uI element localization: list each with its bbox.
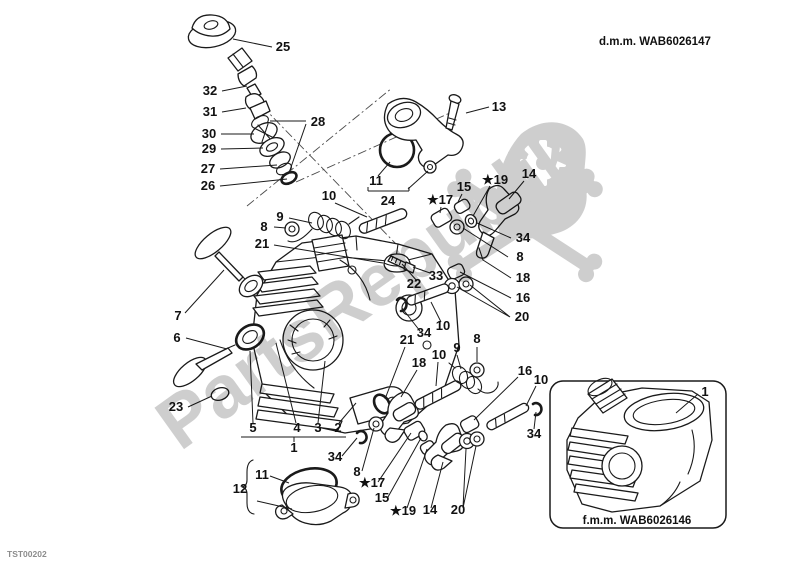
callout-34-mid: 34 xyxy=(417,325,432,340)
callout-4: 4 xyxy=(293,420,301,435)
callout-8-bottom: 8 xyxy=(353,464,360,479)
valves-and-seals xyxy=(172,226,266,401)
callout-21-lower: 21 xyxy=(400,332,414,347)
callout-24: 24 xyxy=(381,193,396,208)
inset-callout-1: 1 xyxy=(701,384,708,399)
torsion-spring-9-lower xyxy=(448,362,499,395)
callout-25: 25 xyxy=(276,39,290,54)
callout-14-bottom: 14 xyxy=(423,502,438,517)
callout-29: 29 xyxy=(202,141,216,156)
callout-19-bottom: ★19 xyxy=(390,503,416,518)
callout-11-manifold: 11 xyxy=(255,467,269,482)
callout-9-lower: 9 xyxy=(453,340,460,355)
callout-14-upper: 14 xyxy=(522,166,537,181)
callout-31: 31 xyxy=(203,104,217,119)
callout-11-cover: 11 xyxy=(369,173,383,188)
brace-12 xyxy=(241,459,255,515)
callout-32: 32 xyxy=(203,83,217,98)
manifold-flange-group xyxy=(274,467,360,526)
rocker-arm-18-lower xyxy=(379,391,419,443)
callout-16-right: 16 xyxy=(516,290,530,305)
callout-5: 5 xyxy=(249,420,256,435)
callout-16-lower: 16 xyxy=(518,363,532,378)
callout-33: 33 xyxy=(429,268,443,283)
callout-18-right: 18 xyxy=(516,270,530,285)
watermark-flag-gear-logo xyxy=(495,122,587,239)
callout-labels: 25 32 31 30 29 27 26 28 7 6 23 13 10 9 8… xyxy=(169,39,709,518)
cover-bracket-assembly xyxy=(378,94,464,174)
callout-2: 2 xyxy=(334,420,341,435)
group-brackets xyxy=(241,187,410,515)
callout-3: 3 xyxy=(314,420,321,435)
callout-28: 28 xyxy=(311,114,325,129)
callout-34-bottom: 34 xyxy=(328,449,343,464)
inset-head-drawing xyxy=(566,377,713,513)
callout-7: 7 xyxy=(174,308,181,323)
document-id: TST00202 xyxy=(7,549,47,559)
callout-8-right: 8 xyxy=(516,249,523,264)
callout-19-upper: ★19 xyxy=(482,172,508,187)
callout-6: 6 xyxy=(173,330,180,345)
callout-26: 26 xyxy=(201,178,215,193)
callout-9-upper: 9 xyxy=(276,209,283,224)
callout-12: 12 xyxy=(233,481,247,496)
callout-15-upper: 15 xyxy=(457,179,471,194)
callout-8-upper: 8 xyxy=(260,219,267,234)
variant-code-top: d.m.m. WAB6026147 xyxy=(599,36,711,48)
callout-13: 13 xyxy=(492,99,506,114)
callout-10-upper: 10 xyxy=(322,188,336,203)
callout-1-group: 1 xyxy=(290,440,297,455)
callout-10-mid: 10 xyxy=(436,318,450,333)
spark-plug-stack xyxy=(187,14,298,186)
callout-21-upper: 21 xyxy=(255,236,269,251)
cylinder-head-drawing xyxy=(251,234,460,434)
torsion-spring-9 xyxy=(287,211,360,243)
callout-20-right: 20 xyxy=(515,309,529,324)
rocker-shaft-10-upper xyxy=(358,208,408,234)
callout-22: 22 xyxy=(407,276,421,291)
inset-box xyxy=(549,377,727,529)
rocker-arm-14-lower xyxy=(424,423,465,471)
callout-23: 23 xyxy=(169,399,183,414)
gear-icon xyxy=(520,140,566,186)
callout-18-lower: 18 xyxy=(412,355,426,370)
callout-17-upper: ★17 xyxy=(427,192,453,207)
callout-10-lower-right: 10 xyxy=(534,372,548,387)
callout-34-lower-right: 34 xyxy=(527,426,542,441)
callout-17-bottom: ★17 xyxy=(359,475,385,490)
callout-15-bottom: 15 xyxy=(375,490,389,505)
callout-27: 27 xyxy=(201,161,215,176)
callout-34-right: 34 xyxy=(516,230,531,245)
callout-10-lower: 10 xyxy=(432,347,446,362)
callout-8-lower: 8 xyxy=(473,331,480,346)
callout-30: 30 xyxy=(202,126,216,141)
callout-20-bottom: 20 xyxy=(451,502,465,517)
leader-lines xyxy=(184,38,537,510)
variant-code-inset: f.m.m. WAB6026146 xyxy=(583,515,692,527)
